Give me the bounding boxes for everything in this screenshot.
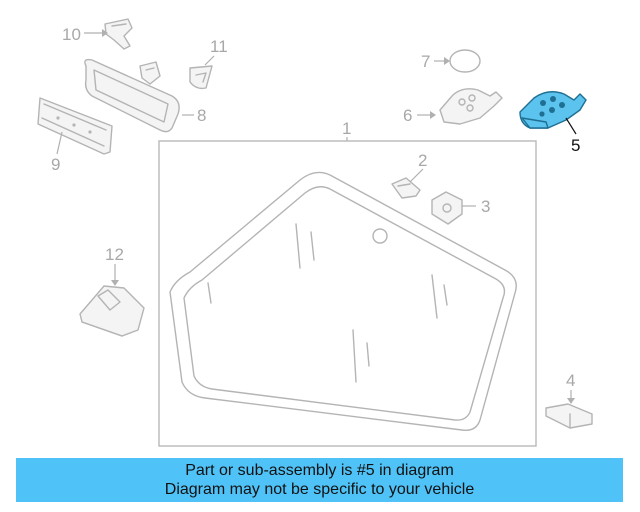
part-6-sensor[interactable] (439, 88, 503, 125)
callout-10: 10 (62, 25, 108, 44)
svg-text:9: 9 (51, 155, 60, 174)
part-10-bracket[interactable] (104, 18, 133, 50)
banner-line-disclaimer: Diagram may not be specific to your vehi… (164, 481, 475, 498)
part-4-trim[interactable] (545, 403, 593, 429)
callout-4: 4 (566, 371, 575, 404)
part-11-cover[interactable] (189, 65, 213, 90)
banner-line-part-number: Part or sub-assembly is #5 in diagram (185, 462, 454, 479)
callout-9: 9 (51, 131, 63, 174)
svg-text:12: 12 (105, 245, 124, 264)
callout-7: 7 (421, 52, 450, 71)
svg-text:4: 4 (566, 371, 575, 390)
part-12-module[interactable] (79, 285, 145, 337)
callout-8: 8 (182, 106, 206, 125)
svg-text:5: 5 (571, 136, 580, 155)
part-2-clip[interactable] (391, 177, 421, 199)
windshield-bracket-frame (158, 140, 537, 447)
part-7-seal[interactable] (449, 49, 481, 73)
callout-2: 2 (409, 151, 427, 183)
part-8-mirror[interactable] (84, 58, 180, 133)
part-9-panel[interactable] (37, 97, 113, 155)
callout-12: 12 (105, 245, 124, 286)
parts-diagram: 10 11 8 9 7 6 5 1 2 3 12 (37, 18, 593, 447)
svg-text:11: 11 (210, 37, 228, 56)
svg-text:10: 10 (62, 25, 81, 44)
svg-text:8: 8 (197, 106, 206, 125)
svg-text:1: 1 (342, 119, 351, 138)
callout-1: 1 (342, 119, 351, 141)
svg-text:7: 7 (421, 52, 430, 71)
part-3-bracket[interactable] (431, 191, 463, 225)
info-banner: Part or sub-assembly is #5 in diagram Di… (16, 458, 623, 502)
callout-11: 11 (204, 37, 228, 66)
callout-3: 3 (462, 197, 490, 216)
svg-text:2: 2 (418, 151, 427, 170)
part-5-rain-sensor[interactable] (519, 91, 587, 129)
callout-6: 6 (403, 106, 436, 125)
svg-text:3: 3 (481, 197, 490, 216)
svg-text:6: 6 (403, 106, 412, 125)
callout-5: 5 (565, 117, 580, 155)
part-windshield[interactable] (169, 171, 517, 431)
